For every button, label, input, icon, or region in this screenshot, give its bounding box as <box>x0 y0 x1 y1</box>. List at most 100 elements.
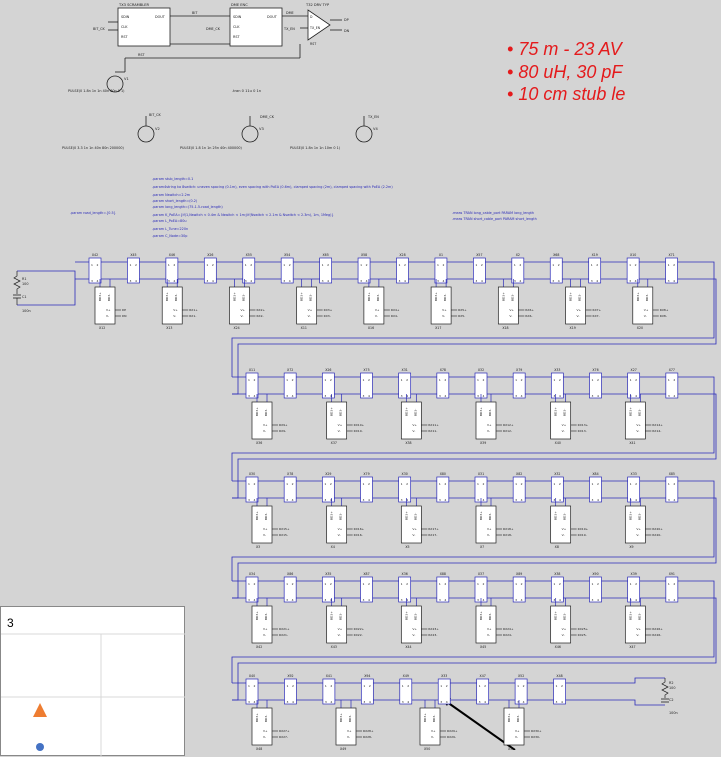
phy-node[interactable]: BD3+BD3-V+V-RX5+RX5-X17 <box>430 279 467 330</box>
phy-node[interactable]: BD3+BD3-V+V-RX13+RX13-X40 <box>550 394 589 445</box>
left-termination[interactable]: R1 100 C1 100n <box>13 270 76 313</box>
phy-node[interactable]: BD3+BD3-V+V-RX26+RX26-X47 <box>624 598 663 649</box>
right-termination[interactable]: R2 100 C2 100n <box>598 677 678 715</box>
phy-node[interactable]: BD3+BD3-V+V-RX12+RX12-X39 <box>475 394 514 445</box>
phy-node[interactable]: BD3+BD3-V+V-RX7+RX7-X19 <box>565 279 602 330</box>
cable-segment[interactable]: X391234 <box>627 572 641 603</box>
phy-node[interactable]: BD3+BD3-V+V-RX24+RX24-X45 <box>475 598 514 649</box>
phy-node[interactable]: BD3+BD3-V+V-RX29+RX29-X50 <box>419 700 458 750</box>
phy-node[interactable]: BD3+BD3-V+V-RX8+RX8-X20 <box>632 279 669 330</box>
source-v1[interactable]: V1 PULSE(0 1.8n 1n 1n 40n 80n 0 1) <box>68 71 129 93</box>
param-directives[interactable]: .param stub_length=0.1 .param4string ka … <box>70 177 537 238</box>
phy-node[interactable]: BD3+BD3-V+V-RX20+RX20-X9 <box>624 498 663 549</box>
phy-node[interactable]: BD3+BD3-V+V-RX21+RX21-X42 <box>251 598 290 649</box>
phy-node[interactable]: BD3+BD3-V+V-RX25+RX25-X46 <box>550 598 589 649</box>
phy-node[interactable]: BD3+BD3-V+V-RX19+RX19-X8 <box>550 498 589 549</box>
source-v3[interactable]: V3 PULSE(0 1.8 1n 1n 25n 40n 400000) DME… <box>180 115 275 150</box>
phy-node[interactable]: BD3+BD3-V+V-RX4+RX4-X16 <box>363 279 400 330</box>
source-v2[interactable]: V2 PULSE(0 3.3 1n 1n 40n 80n 200000) BIT… <box>62 113 161 150</box>
phy-node[interactable]: BD3+BD3-V+V-RX6+RX6-X18 <box>497 279 534 330</box>
phy-node[interactable]: BD3+BD3-V+V-RX27+RX27-X48 <box>251 700 290 750</box>
phy-node[interactable]: BD3+BD3-V+V-RX17+RX17-X5 <box>400 498 439 549</box>
source-v4[interactable]: V4 PULSE(0 1.8n 1n 1n 10m 0 1) TX_EN <box>290 115 379 150</box>
phy-node[interactable]: BD3+BD3-V+V-RX23+RX23-X44 <box>400 598 439 649</box>
phy-node[interactable]: BD3+BD3-V+V-RX30+RX30-X51 <box>503 700 542 750</box>
phy-node[interactable]: BD3+BD3-V+V-RX11+RX11-X38 <box>400 394 439 445</box>
phy-node[interactable]: BD3+BD3-V+V-RX10+RX10-X37 <box>326 394 365 445</box>
phy-node[interactable]: BD3+BD3-V+V-RX1+RX1-X13 <box>161 279 198 330</box>
phy-node[interactable]: BD3+BD3-V+V-RX28+RX28-X49 <box>335 700 374 750</box>
driver-block[interactable]: T32 DRV TYP D TX_EN RST DP DN <box>305 3 350 46</box>
phy-node[interactable]: BD3+BD3-V+V-RX15+RX15-X3 <box>251 498 290 549</box>
inset-plot[interactable]: 3 <box>0 606 186 757</box>
phy-node[interactable]: BD3+BD3-V+V-RX14+RX14-X41 <box>624 394 663 445</box>
phy-node[interactable]: BD3+BD3-V+V-RX16+RX16-X4 <box>326 498 365 549</box>
tran-directive[interactable]: .tran 0 11u 0 1n <box>232 89 261 93</box>
phy-node[interactable]: BD3+BD3-V+V-RX22+RX22-X43 <box>326 598 365 649</box>
scrambler-block[interactable]: TX3 SCRAMBLER SDIN CLK RST DOUT <box>117 3 171 47</box>
phy-node[interactable]: BD3+BD3-V+V-RX3+RX3-X11 <box>296 279 333 330</box>
phy-node[interactable]: BD3+BD3-V+V-RX9+RX9-X36 <box>251 394 288 445</box>
phy-node[interactable]: BD3+BD3-V+V-RX2+RX2-X24 <box>229 279 265 330</box>
encoder-block[interactable]: DME ENC SDIN CLK RST DOUT <box>229 3 283 47</box>
phy-node[interactable]: BD3+BD3-V+V-RX18+RX18-X7 <box>475 498 514 549</box>
cable-segment[interactable]: X271234 <box>627 368 641 399</box>
